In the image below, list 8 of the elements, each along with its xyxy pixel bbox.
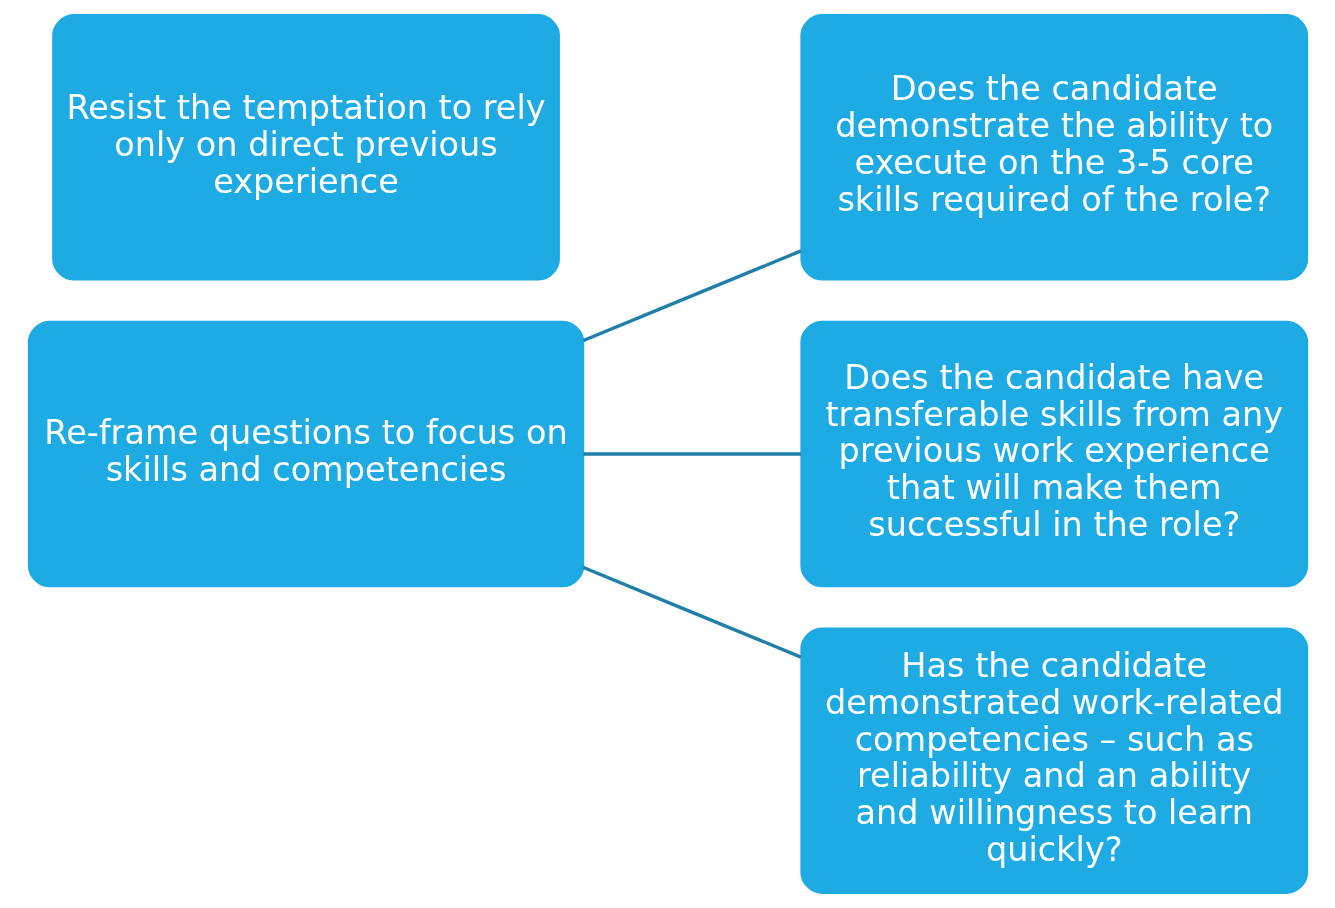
node-box: Resist the temptation to rely only on direct previous experience [51,14,560,281]
connector [582,249,802,342]
node-box: Re-frame questions to focus on skills and competencies [27,320,584,588]
node-box: Has the candidate demonstrated work-related competencies – such as reliability and an ability and willingness to learn quickly? [799,627,1308,894]
node-box: Does the candidate demonstrate the ability to execute on the 3-5 core skills required of the role? [799,14,1308,281]
connector [583,452,801,456]
connector [582,566,802,659]
node-box: Does the candidate have transferable skills from any previous work experience that will make them successful in the role? [799,320,1308,588]
